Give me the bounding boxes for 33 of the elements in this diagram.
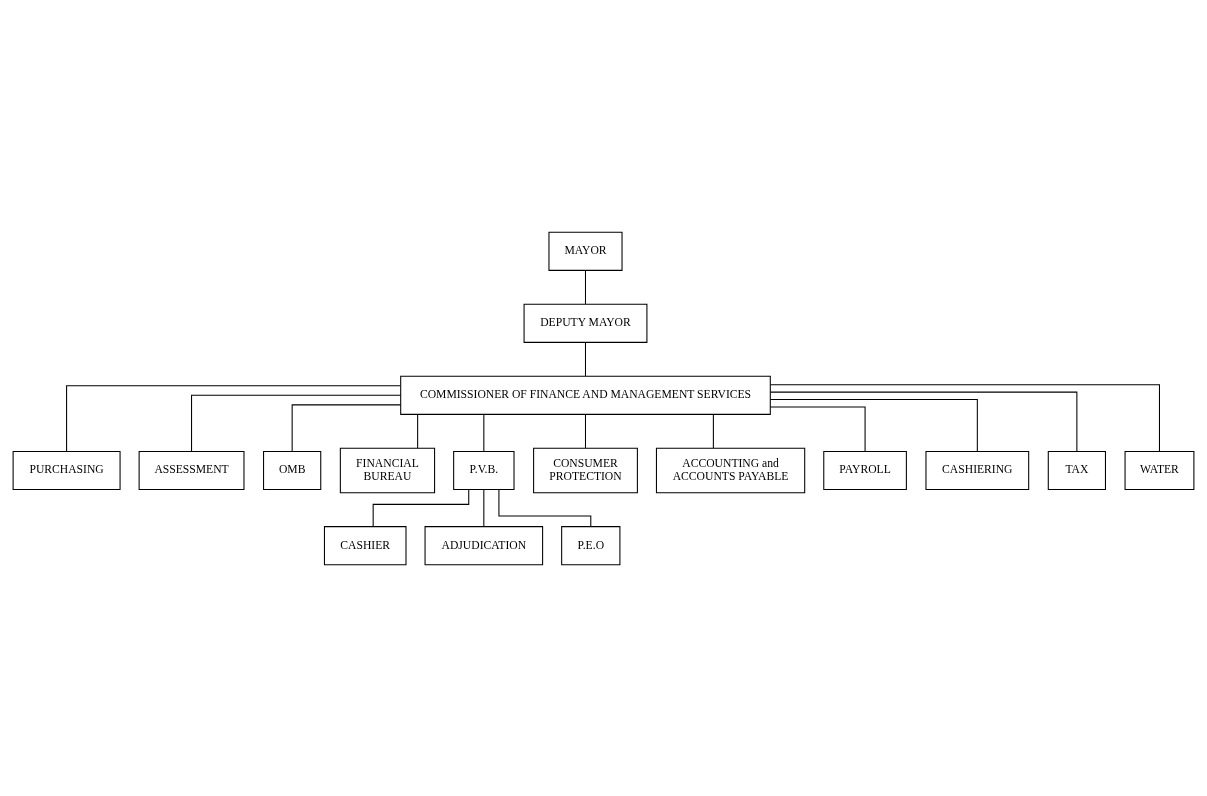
node-box: DEPUTY MAYOR bbox=[523, 303, 648, 343]
node-box: P.V.B. bbox=[453, 450, 515, 490]
connector bbox=[498, 489, 592, 527]
node-box: CONSUMER PROTECTION bbox=[533, 447, 638, 493]
node-box: FINANCIAL BUREAU bbox=[339, 447, 436, 493]
node-box: P.E.O bbox=[561, 525, 621, 565]
connector bbox=[584, 413, 587, 449]
connector bbox=[712, 413, 714, 449]
connector bbox=[769, 405, 866, 452]
node-box: ASSESSMENT bbox=[138, 450, 245, 490]
node-box: WATER bbox=[1124, 450, 1195, 490]
connector bbox=[291, 403, 402, 452]
connector bbox=[483, 488, 485, 527]
node-box: CASHIERING bbox=[925, 450, 1030, 490]
connector bbox=[66, 384, 401, 452]
connector bbox=[584, 341, 587, 376]
node-box: MAYOR bbox=[548, 231, 623, 271]
node-box: CASHIER bbox=[323, 525, 407, 565]
connector bbox=[584, 269, 587, 304]
node-box: ADJUDICATION bbox=[424, 525, 544, 565]
connector bbox=[770, 383, 1160, 452]
connector bbox=[372, 488, 470, 527]
connector bbox=[770, 398, 978, 452]
connector bbox=[770, 391, 1078, 452]
node-box: COMMISSIONER OF FINANCE AND MANAGEMENT SERVICES bbox=[400, 375, 771, 415]
node-box: TAX bbox=[1047, 450, 1106, 490]
connector bbox=[191, 394, 402, 452]
connector bbox=[483, 413, 485, 451]
node-box: PURCHASING bbox=[12, 450, 121, 490]
node-box: ACCOUNTING and ACCOUNTS PAYABLE bbox=[655, 447, 806, 493]
node-box: OMB bbox=[263, 450, 322, 490]
node-box: PAYROLL bbox=[823, 450, 907, 490]
connector bbox=[417, 413, 419, 449]
